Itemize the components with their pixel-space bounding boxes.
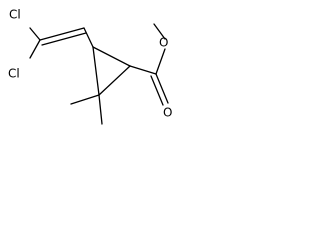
bond-carbonyl-o-double-b: [150, 75, 164, 106]
bond-c-cl-top: [29, 27, 41, 41]
bond-c-cl-bottom: [29, 39, 41, 59]
oxygen-carbonyl-label: O: [163, 106, 172, 120]
bond-ring-c: [92, 46, 100, 96]
molecule-diagram: Cl Cl O O: [0, 0, 196, 158]
bond-vinyl-ring: [83, 27, 94, 48]
structure-svg: Cl Cl O O: [8, 8, 172, 125]
bond-methyl-down: [98, 94, 103, 125]
bond-carbonyl-o-double-a: [155, 73, 169, 104]
bond-ring-b: [98, 65, 131, 96]
bond-vinyl-double-b: [41, 32, 87, 46]
bond-methyl-left: [70, 94, 100, 105]
chlorine-top-label: Cl: [9, 8, 21, 22]
atom-labels: Cl Cl O O: [8, 8, 172, 120]
oxygen-ester-label: O: [159, 36, 168, 50]
bond-vinyl-double-a: [39, 27, 85, 41]
bond-ring-carbonyl: [129, 65, 157, 75]
bonds: [29, 23, 169, 125]
bond-ring-a: [92, 46, 131, 67]
bond-carbonyl-o-ester: [155, 48, 166, 75]
bond-o-methyl: [153, 23, 166, 40]
chlorine-bottom-label: Cl: [8, 67, 20, 81]
